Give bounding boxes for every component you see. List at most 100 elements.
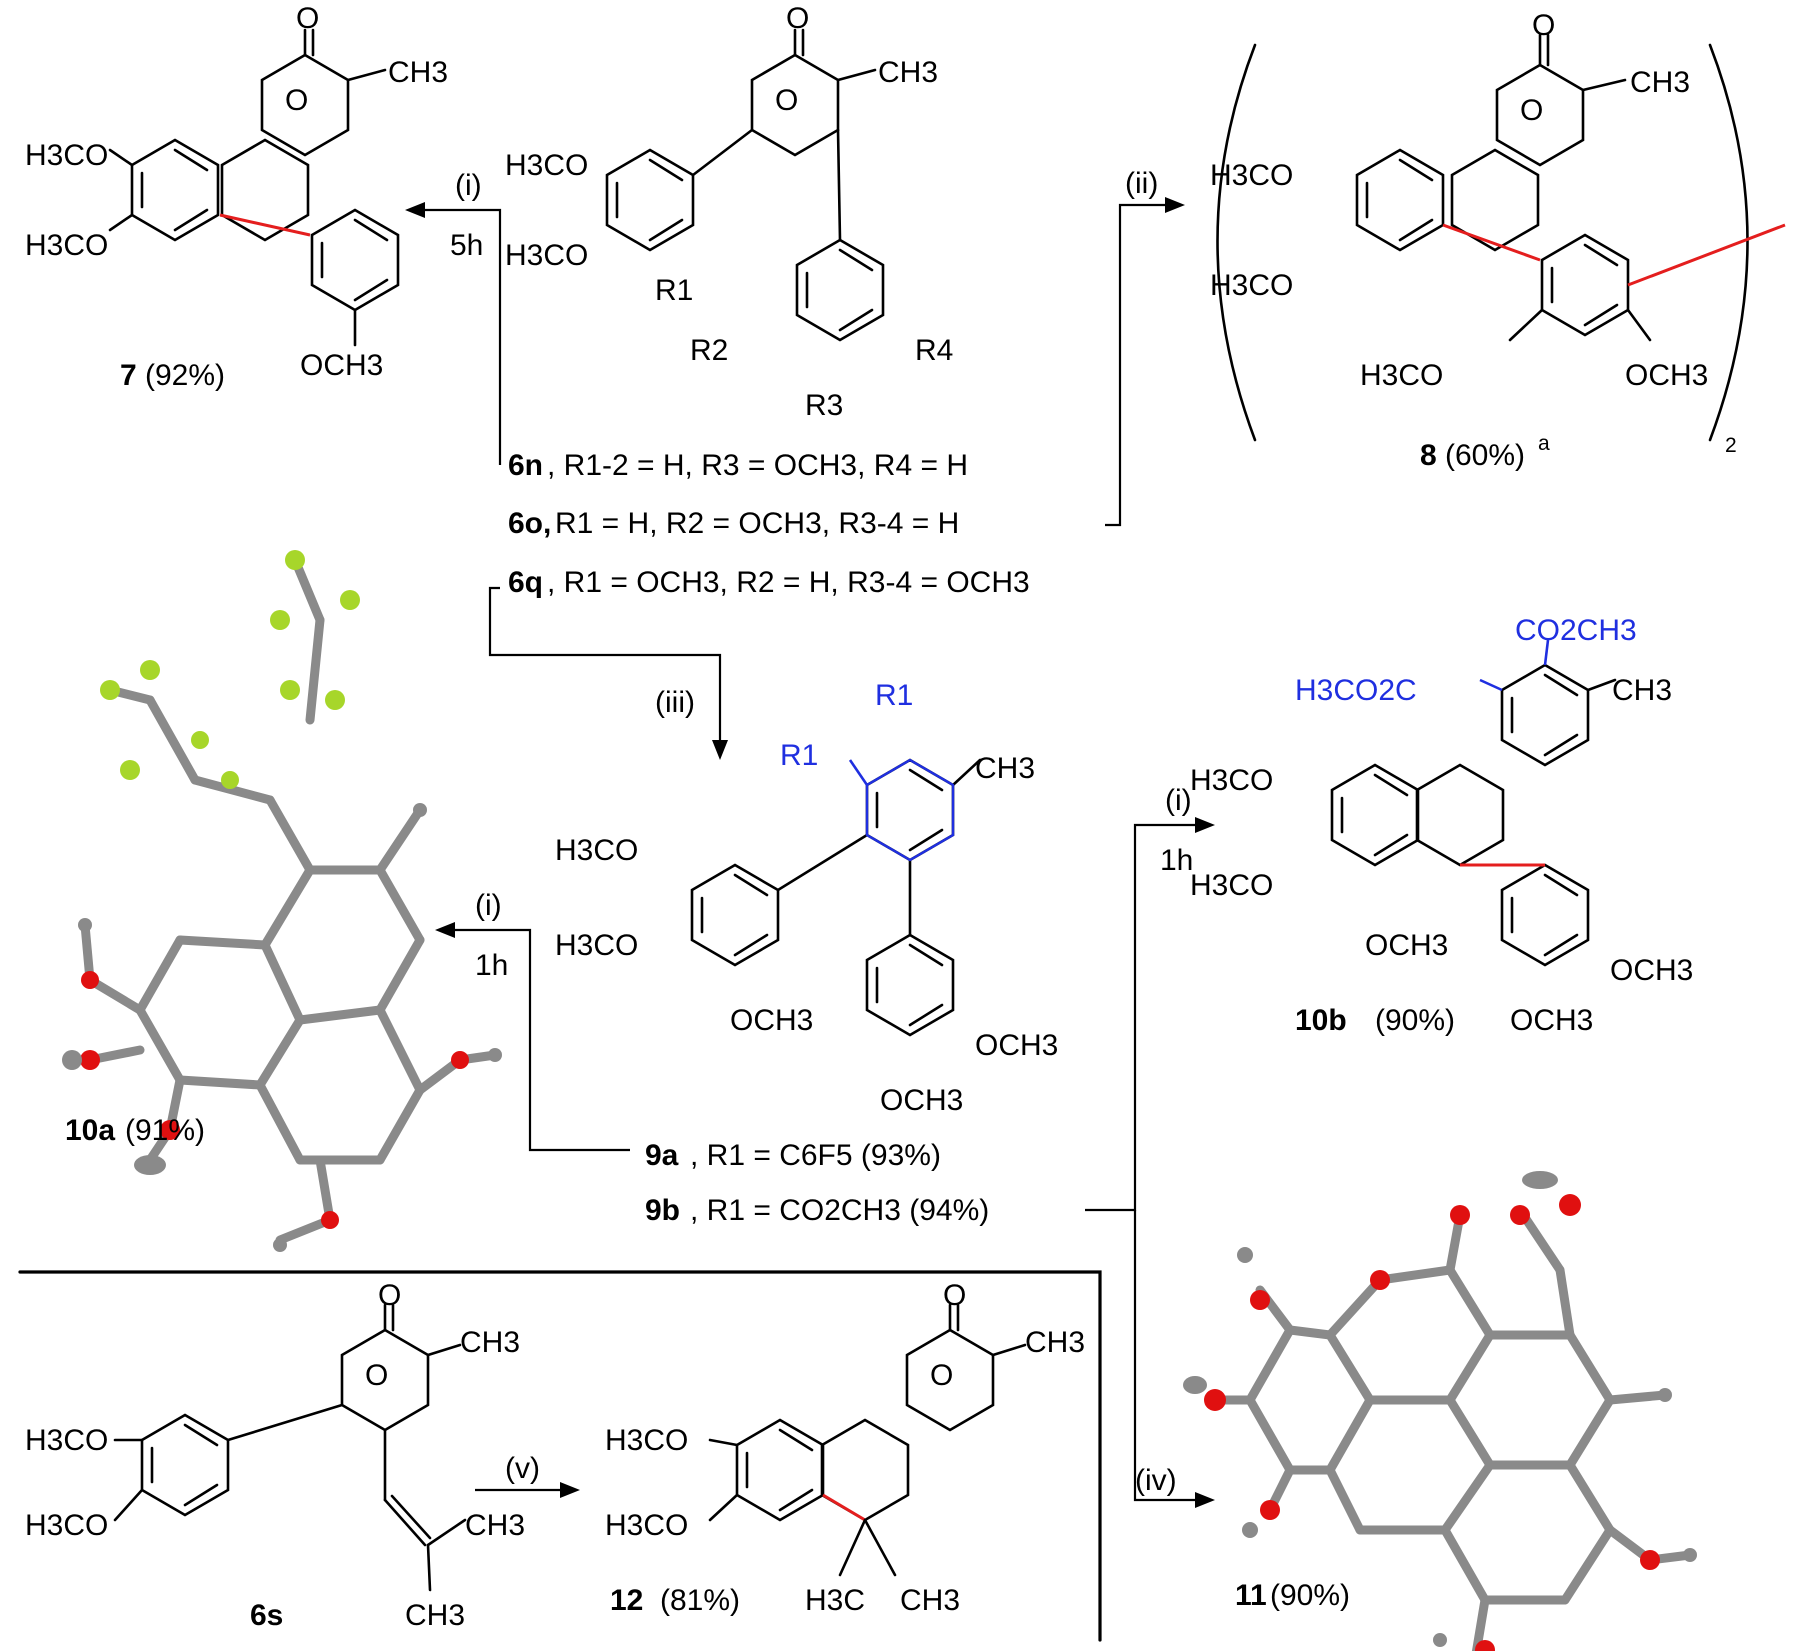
cond-i-10b: (i) xyxy=(1165,784,1192,817)
bottom-box-frame xyxy=(18,1270,1102,1642)
h3c-12: H3C xyxy=(805,1584,865,1617)
compound-10a-label: 10a xyxy=(65,1114,115,1147)
h3co-9b: H3CO xyxy=(555,929,638,962)
ch3-7: CH3 xyxy=(388,56,448,89)
h3co-6a: H3CO xyxy=(505,149,588,182)
h3co-8a: H3CO xyxy=(1210,159,1293,192)
compound-12-label: 12 xyxy=(610,1584,643,1617)
time-1h-10a: 1h xyxy=(475,949,508,982)
arrow-to-10a xyxy=(435,922,630,1152)
ring-o-7: O xyxy=(285,84,308,117)
compound-8-yield: (60%) xyxy=(1445,439,1525,472)
substrate-6n-id: 6n xyxy=(508,449,543,482)
ring-o-12: O xyxy=(930,1359,953,1392)
substrate-6o-id: 6o, xyxy=(508,507,551,540)
time-5h: 5h xyxy=(450,229,483,262)
h3co-6s-b: H3CO xyxy=(25,1509,108,1542)
och3-7: OCH3 xyxy=(300,349,383,382)
ch3-9: CH3 xyxy=(975,752,1035,785)
ch3-10b: CH3 xyxy=(1612,674,1672,707)
cond-iii: (iii) xyxy=(655,686,695,719)
compound-8-footnote: a xyxy=(1538,432,1550,455)
compound-6s-label: 6s xyxy=(250,1599,283,1632)
cond-ii: (ii) xyxy=(1125,167,1158,200)
ring-o-6: O xyxy=(775,84,798,117)
oxo-6s: O xyxy=(378,1279,401,1312)
h3co-8b: H3CO xyxy=(1210,269,1293,302)
substrate-6o-text: R1 = H, R2 = OCH3, R3-4 = H xyxy=(555,507,959,540)
compound-9-structure xyxy=(690,758,982,1037)
arrow-to-9 xyxy=(488,586,728,760)
compound-10b-structure xyxy=(1330,639,1617,967)
intermediate-9b-id: 9b xyxy=(645,1194,680,1227)
ch3-8: CH3 xyxy=(1630,66,1690,99)
och3-9c: OCH3 xyxy=(880,1084,963,1117)
ch3-6s-c: CH3 xyxy=(405,1599,465,1632)
h3co-9a: H3CO xyxy=(555,834,638,867)
intermediate-9a-row: 9a , R1 = C6F5 (93%) xyxy=(645,1139,941,1172)
compound-12-yield: (81%) xyxy=(660,1584,740,1617)
h3co-12-b: H3CO xyxy=(605,1509,688,1542)
h3co-12-a: H3CO xyxy=(605,1424,688,1457)
h3co-6s-a: H3CO xyxy=(25,1424,108,1457)
cond-v: (v) xyxy=(505,1452,540,1485)
och3-10b-a: OCH3 xyxy=(1365,929,1448,962)
ring-o-8: O xyxy=(1520,94,1543,127)
compound-11-yield: (90%) xyxy=(1270,1579,1350,1612)
cond-i-top: (i) xyxy=(455,169,482,202)
time-1h-10b: 1h xyxy=(1160,844,1193,877)
arrow-to-8 xyxy=(1105,197,1185,527)
arrow-to-12 xyxy=(475,1482,580,1498)
oxo-8: O xyxy=(1532,9,1555,42)
substrate-6n-row: 6n , R1-2 = H, R3 = OCH3, R4 = H xyxy=(508,449,968,482)
h3co-7b: H3CO xyxy=(25,229,108,262)
substrate-6n-text: , R1-2 = H, R3 = OCH3, R4 = H xyxy=(547,449,968,482)
oxo-6: O xyxy=(786,2,809,35)
compound-7-structure xyxy=(108,28,400,347)
r1-9b: R1 xyxy=(780,739,818,772)
compound-10b-label: 10b xyxy=(1295,1004,1347,1037)
compound-10b-yield: (90%) xyxy=(1375,1004,1455,1037)
r3-6: R3 xyxy=(805,389,843,422)
arrow-to-7 xyxy=(405,202,502,465)
och3-9b: OCH3 xyxy=(975,1029,1058,1062)
arrow-to-11 xyxy=(1133,1210,1215,1508)
compound-7-label: 7 xyxy=(120,359,137,392)
oxo-12: O xyxy=(943,1279,966,1312)
h3co2c-10b: H3CO2C xyxy=(1295,674,1417,707)
r4-6: R4 xyxy=(915,334,953,367)
ring-o-6s: O xyxy=(365,1359,388,1392)
arrow-to-10b xyxy=(1085,817,1215,1212)
ch3-6s-a: CH3 xyxy=(460,1326,520,1359)
substrate-6o-row: 6o, R1 = H, R2 = OCH3, R3-4 = H xyxy=(508,507,959,540)
compound-7-yield: (92%) xyxy=(145,359,225,392)
och3-10b-c: OCH3 xyxy=(1510,1004,1593,1037)
h3co-10b-b: H3CO xyxy=(1190,869,1273,902)
och3-10b-b: OCH3 xyxy=(1610,954,1693,987)
och3-8: OCH3 xyxy=(1625,359,1708,392)
h3co-7a: H3CO xyxy=(25,139,108,172)
h3co-8c: H3CO xyxy=(1360,359,1443,392)
substrate-6q-id: 6q xyxy=(508,566,543,599)
r1-6: R1 xyxy=(655,274,693,307)
ch3-12-a: CH3 xyxy=(1025,1326,1085,1359)
compound-6-structure xyxy=(605,28,885,342)
dimer-subscript: 2 xyxy=(1725,434,1737,457)
co2ch3-10b: CO2CH3 xyxy=(1515,614,1637,647)
h3co-6b: H3CO xyxy=(505,239,588,272)
compound-8-structure xyxy=(1216,33,1786,442)
ch3-12-b: CH3 xyxy=(900,1584,960,1617)
h3co-10b-a: H3CO xyxy=(1190,764,1273,797)
cond-iv: (iv) xyxy=(1135,1464,1177,1497)
intermediate-9a-text: , R1 = C6F5 (93%) xyxy=(690,1139,941,1172)
substrate-6q-text: , R1 = OCH3, R2 = H, R3-4 = OCH3 xyxy=(547,566,1030,599)
och3-9a: OCH3 xyxy=(730,1004,813,1037)
substrate-6q-row: 6q , R1 = OCH3, R2 = H, R3-4 = OCH3 xyxy=(508,566,1030,599)
compound-10a-yield: (91%) xyxy=(125,1114,205,1147)
compound-8-label: 8 xyxy=(1420,439,1437,472)
xray-11 xyxy=(1183,1171,1697,1651)
cond-i-10a: (i) xyxy=(475,889,502,922)
compound-6s-structure xyxy=(113,1303,467,1592)
intermediate-9a-id: 9a xyxy=(645,1139,679,1172)
